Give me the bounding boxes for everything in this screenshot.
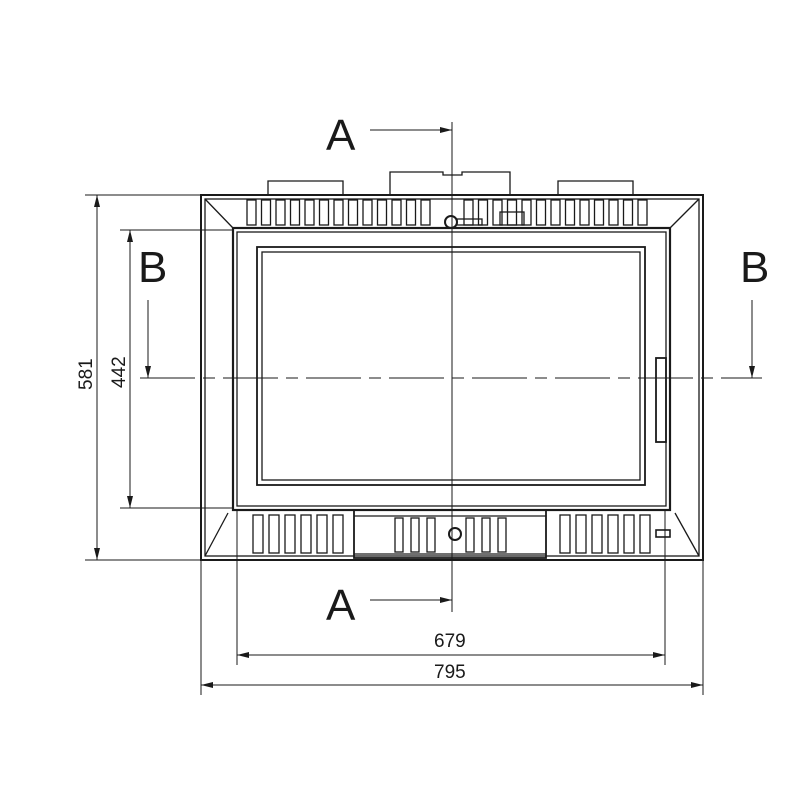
- dim-label-795: 795: [434, 662, 466, 683]
- vent-slot: [362, 199, 373, 226]
- vent-slot: [300, 514, 312, 554]
- vent-slot: [465, 517, 475, 553]
- vent-slot: [347, 199, 359, 226]
- vent-slot: [252, 514, 264, 554]
- vent-slot: [260, 199, 272, 226]
- dim-label-679: 679: [434, 631, 466, 652]
- small-indicator: [655, 529, 671, 538]
- vent-slot: [318, 199, 330, 226]
- vent-slot: [575, 514, 587, 554]
- section-label-b-left: B: [138, 243, 167, 292]
- vent-slot: [559, 514, 571, 554]
- door-handle: [655, 357, 667, 443]
- vent-slot: [564, 199, 576, 226]
- vent-slot: [535, 199, 547, 226]
- vent-slot: [622, 199, 634, 226]
- vent-slot: [521, 199, 532, 226]
- dim-label-581: 581: [76, 358, 97, 390]
- glass-panel: [256, 246, 646, 486]
- vent-slot: [246, 199, 257, 226]
- vent-slot: [492, 199, 503, 226]
- vent-slot: [304, 199, 315, 226]
- section-label-a-top: A: [326, 111, 356, 160]
- vent-slot: [391, 199, 402, 226]
- vent-slot: [623, 514, 635, 554]
- vent-slot: [463, 199, 474, 226]
- vent-slot: [608, 199, 619, 226]
- vent-slot: [477, 199, 489, 226]
- vent-slot: [591, 514, 603, 554]
- dim-label-442: 442: [109, 356, 130, 388]
- vent-slot: [639, 514, 651, 554]
- vent-slot: [593, 199, 605, 226]
- ash-drawer: [353, 509, 547, 559]
- vent-slot: [394, 517, 404, 553]
- vent-slot: [497, 517, 507, 553]
- top-flue-right: [557, 180, 634, 195]
- top-flue-center: [389, 171, 511, 195]
- vent-slot: [506, 199, 518, 226]
- vent-slot: [607, 514, 619, 554]
- vent-slot: [426, 517, 436, 553]
- vent-slot: [333, 199, 344, 226]
- vent-slot: [316, 514, 328, 554]
- vent-slot: [637, 199, 648, 226]
- vent-slot: [284, 514, 296, 554]
- vent-slot: [420, 199, 431, 226]
- air-control-knob: [448, 527, 462, 541]
- section-label-a-bottom: A: [326, 581, 356, 630]
- top-flue-left: [267, 180, 344, 195]
- vent-slot: [376, 199, 388, 226]
- vent-slot: [275, 199, 286, 226]
- vent-slot: [289, 199, 301, 226]
- vent-slot: [268, 514, 280, 554]
- vent-slot: [550, 199, 561, 226]
- section-label-b-right: B: [740, 243, 769, 292]
- top-slider: [499, 211, 525, 226]
- vent-slot: [332, 514, 344, 554]
- top-control-knob: [444, 215, 458, 229]
- vent-slot: [579, 199, 590, 226]
- vent-slot: [481, 517, 491, 553]
- vent-slot: [405, 199, 417, 226]
- vent-slot: [410, 517, 420, 553]
